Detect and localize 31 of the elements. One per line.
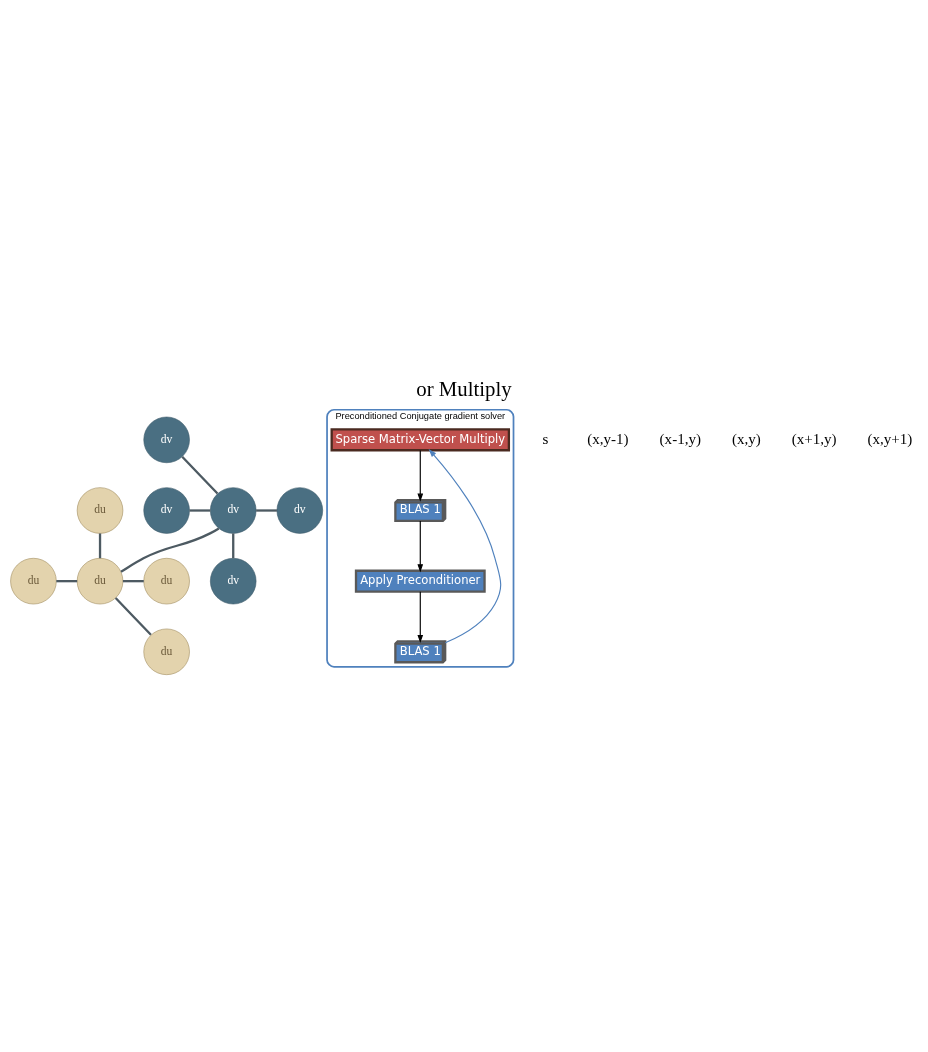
connector bbox=[189, 509, 211, 512]
node-circle: dv bbox=[143, 416, 190, 464]
label: (x-1,y) bbox=[659, 430, 701, 447]
connector bbox=[256, 509, 277, 512]
connector bbox=[56, 580, 78, 583]
connector bbox=[98, 533, 102, 559]
node-circle: du bbox=[76, 558, 124, 605]
connector bbox=[114, 597, 152, 636]
node-circle: dv bbox=[143, 487, 190, 534]
diagram-title: or Multiply bbox=[416, 377, 512, 402]
connector bbox=[232, 533, 235, 559]
node-box: Apply Preconditioner bbox=[354, 569, 486, 593]
connector bbox=[122, 580, 144, 583]
label: (x,y+1) bbox=[867, 430, 913, 447]
node-circle: du bbox=[143, 558, 190, 605]
node-circle: du bbox=[10, 558, 57, 605]
node-circle: dv bbox=[210, 558, 257, 605]
arrow bbox=[417, 520, 424, 573]
node-circle: dv bbox=[210, 487, 257, 534]
node-box: Sparse Matrix-Vector Multiply bbox=[330, 428, 511, 452]
arrow bbox=[417, 591, 424, 644]
connector bbox=[181, 455, 219, 495]
label: (x,y) bbox=[731, 430, 761, 447]
node-circle: du bbox=[76, 487, 124, 534]
arrow bbox=[417, 449, 424, 502]
node-circle: du bbox=[143, 628, 190, 675]
label: s bbox=[542, 430, 549, 447]
label: (x,y-1) bbox=[587, 430, 629, 447]
connector bbox=[120, 527, 220, 573]
label: (x+1,y) bbox=[791, 430, 837, 447]
node-circle: dv bbox=[276, 487, 323, 534]
